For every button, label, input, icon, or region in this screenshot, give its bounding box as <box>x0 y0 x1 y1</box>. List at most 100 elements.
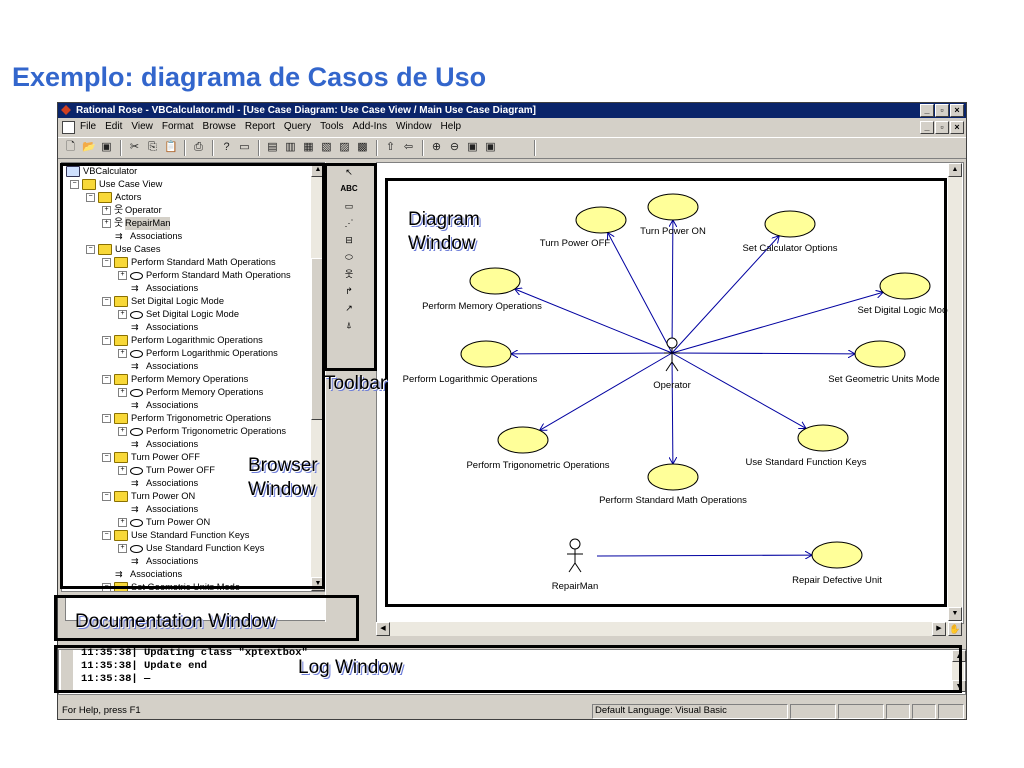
association-line[interactable] <box>596 555 812 556</box>
menu-format[interactable]: Format <box>161 121 194 132</box>
tree-associations[interactable]: ⇉Associations <box>131 321 198 334</box>
tree-associations[interactable]: ⇉Associations <box>131 503 198 516</box>
mdi-restore-button[interactable]: ▫ <box>935 121 949 134</box>
expand-icon[interactable]: + <box>118 271 127 280</box>
operator-actor[interactable] <box>664 337 680 372</box>
menu-window[interactable]: Window <box>395 121 432 132</box>
repairman-actor[interactable] <box>567 538 583 573</box>
use-case-ellipse[interactable] <box>469 267 521 295</box>
collapse-icon[interactable]: − <box>102 453 111 462</box>
unidirectional-association-icon[interactable]: ↱ <box>345 286 353 296</box>
use-case-ellipse[interactable] <box>797 424 849 452</box>
new-icon[interactable]: 🗋 <box>66 141 75 153</box>
tree-use-case[interactable]: +Perform Memory Operations <box>118 386 263 399</box>
copy-icon[interactable]: ⎘ <box>148 141 157 153</box>
use-case-ellipse[interactable] <box>854 340 906 368</box>
text-box-icon[interactable]: ABC <box>340 184 358 193</box>
association-line[interactable] <box>540 352 673 430</box>
collapse-icon[interactable]: − <box>102 492 111 501</box>
mdi-minimize-button[interactable]: _ <box>920 121 934 134</box>
package-icon[interactable]: ⊟ <box>345 235 353 245</box>
use-case-ellipse[interactable] <box>764 210 816 238</box>
browse-interaction-icon[interactable]: ▥ <box>285 141 296 153</box>
use-case-ellipse[interactable] <box>647 193 699 221</box>
tree-use-case-view[interactable]: −Use Case View <box>70 178 162 191</box>
tree-package[interactable]: −Use Standard Function Keys <box>102 529 249 542</box>
minimize-button[interactable]: _ <box>920 104 934 117</box>
menu-query[interactable]: Query <box>283 121 312 132</box>
collapse-icon[interactable]: − <box>102 297 111 306</box>
tree-associations[interactable]: ⇉Associations <box>131 399 198 412</box>
tree-package[interactable]: −Set Digital Logic Mode <box>102 295 224 308</box>
documentation-text-area[interactable] <box>65 597 331 621</box>
tree-package[interactable]: −Turn Power OFF <box>102 451 200 464</box>
menu-edit[interactable]: Edit <box>105 121 123 132</box>
expand-icon[interactable]: + <box>118 518 127 527</box>
diagram-horizontal-scrollbar[interactable]: ◀ ▶ ✋ <box>376 622 962 636</box>
expand-icon[interactable]: + <box>118 466 127 475</box>
document-icon[interactable] <box>62 121 75 134</box>
print-icon[interactable]: ⎙ <box>194 141 203 153</box>
association-line[interactable] <box>511 353 673 354</box>
expand-icon[interactable]: + <box>118 427 127 436</box>
expand-icon[interactable]: + <box>102 219 111 228</box>
menu-view[interactable]: View <box>131 121 153 132</box>
zoom-in-icon[interactable]: ⊕ <box>431 141 442 153</box>
tree-associations[interactable]: ⇉Associations <box>131 282 198 295</box>
fit-window-icon[interactable]: ▣ <box>467 141 478 153</box>
tree-use-cases-folder[interactable]: −Use Cases <box>86 243 160 256</box>
tree-root[interactable]: VBCalculator <box>66 165 137 178</box>
collapse-icon[interactable]: − <box>102 375 111 384</box>
browse-class-icon[interactable]: ▤ <box>267 141 278 153</box>
tree-actors-folder[interactable]: −Actors <box>86 191 141 204</box>
collapse-icon[interactable]: − <box>86 193 95 202</box>
association-line[interactable] <box>671 352 806 428</box>
restore-button[interactable]: ▫ <box>935 104 949 117</box>
anchor-note-icon[interactable]: ⋰ <box>344 218 354 228</box>
collapse-icon[interactable]: − <box>102 414 111 423</box>
selection-arrow-icon[interactable]: ↖ <box>345 167 353 177</box>
collapse-icon[interactable]: − <box>102 531 111 540</box>
actor-tool-icon[interactable]: 웃 <box>344 269 354 279</box>
tree-use-case[interactable]: +Turn Power ON <box>118 516 210 529</box>
association-line[interactable] <box>671 236 779 354</box>
up-icon[interactable]: ⇧ <box>385 141 396 153</box>
collapse-icon[interactable]: − <box>102 258 111 267</box>
generalization-icon[interactable]: ⍋ <box>346 320 352 330</box>
tree-associations[interactable]: ⇉Associations <box>131 555 198 568</box>
tree-use-case[interactable]: +Set Digital Logic Mode <box>118 308 239 321</box>
tree-use-case[interactable]: +Turn Power OFF <box>118 464 215 477</box>
menu-help[interactable]: Help <box>440 121 462 132</box>
use-case-ellipse[interactable] <box>811 541 863 569</box>
tree-associations[interactable]: ⇉Associations <box>131 360 198 373</box>
tree-use-case[interactable]: +Perform Trigonometric Operations <box>118 425 286 438</box>
back-icon[interactable]: ⇦ <box>403 141 414 153</box>
browse-deployment-icon[interactable]: ▧ <box>321 141 332 153</box>
save-icon[interactable]: ▣ <box>101 141 112 153</box>
expand-icon[interactable]: + <box>118 349 127 358</box>
expand-icon[interactable]: + <box>118 544 127 553</box>
tree-package[interactable]: −Perform Standard Math Operations <box>102 256 276 269</box>
mdi-close-button[interactable]: × <box>950 121 964 134</box>
tree-associations[interactable]: ⇉Associations <box>115 568 182 581</box>
tree-package[interactable]: −Perform Logarithmic Operations <box>102 334 263 347</box>
scroll-left-icon[interactable]: ◀ <box>376 622 390 636</box>
association-line[interactable] <box>672 220 673 354</box>
close-button[interactable]: × <box>950 104 964 117</box>
use-case-ellipse[interactable] <box>879 272 931 300</box>
tree-use-case[interactable]: +Perform Logarithmic Operations <box>118 347 278 360</box>
use-case-ellipse[interactable] <box>647 463 699 491</box>
view-doc-icon[interactable]: ▭ <box>239 141 250 153</box>
log-left-bar[interactable] <box>61 650 73 692</box>
tree-use-case[interactable]: +Perform Standard Math Operations <box>118 269 291 282</box>
tree-package[interactable]: −Perform Memory Operations <box>102 373 248 386</box>
menu-add-ins[interactable]: Add-Ins <box>352 121 387 132</box>
paste-icon[interactable]: 📋 <box>164 141 178 153</box>
tree-package[interactable]: −Perform Trigonometric Operations <box>102 412 271 425</box>
tree-associations[interactable]: ⇉Associations <box>115 230 182 243</box>
menu-tools[interactable]: Tools <box>320 121 344 132</box>
menu-report[interactable]: Report <box>244 121 275 132</box>
